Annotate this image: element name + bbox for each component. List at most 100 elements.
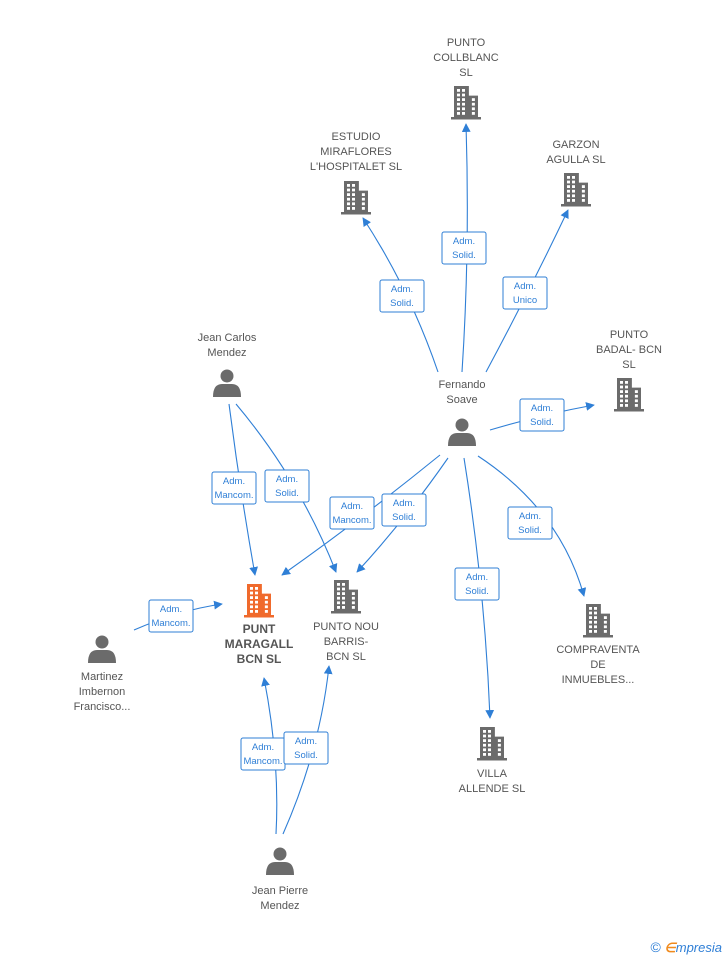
building-window — [634, 390, 638, 393]
edge-label-box — [519, 398, 565, 432]
edge-label-fernando-to-villa_allende[interactable]: Adm.Solid. — [454, 567, 500, 601]
building-window — [337, 583, 340, 586]
building-window — [581, 185, 585, 188]
building-window — [620, 399, 623, 403]
edge-label-fernando-to-punto_badal[interactable]: Adm.Solid. — [519, 398, 565, 432]
edge-label-text: Adm. — [531, 403, 553, 414]
building-window — [594, 620, 597, 624]
person-person-body — [88, 650, 116, 663]
building-window — [250, 591, 253, 595]
edge-label-box — [283, 731, 329, 765]
building-window — [620, 385, 623, 389]
edge-label-jean_carlos-to-punto_nou_barris[interactable]: Adm.Solid. — [264, 469, 310, 503]
building-window — [462, 93, 465, 97]
edge-label-fernando-to-punt_maragall[interactable]: Adm.Mancom. — [329, 496, 375, 530]
edge-label-text: Solid. — [390, 298, 414, 309]
building-window — [589, 611, 592, 615]
edge-label-fernando-to-estudio_miraflores[interactable]: Adm. Solid. — [379, 279, 425, 313]
company-building-base — [614, 409, 644, 412]
footer-brand[interactable]: © ∈mpresia — [650, 939, 722, 956]
building-window — [594, 607, 597, 610]
building-window — [457, 107, 460, 111]
building-window — [620, 394, 623, 398]
building-window — [347, 188, 350, 192]
building-window — [250, 587, 253, 590]
edge-label-fernando-to-compraventa[interactable]: Adm.Solid. — [507, 506, 553, 540]
building-window — [264, 600, 268, 604]
building-window — [462, 107, 465, 111]
building-window — [337, 592, 340, 595]
building-window — [625, 385, 628, 389]
building-window — [361, 207, 365, 210]
building-window — [483, 743, 486, 747]
edge-label-fernando-to-punto_nou_barris[interactable]: Adm. Solid. — [381, 493, 427, 527]
building-window — [264, 605, 268, 609]
edge-label-fernando-to-garzon_agulla[interactable]: Adm.Unico — [502, 276, 548, 310]
company-building-base — [244, 615, 274, 618]
building-window — [497, 753, 501, 756]
node-compraventa[interactable]: COMPRAVENTADEINMUEBLES... — [556, 604, 640, 686]
company-building-base — [331, 611, 361, 614]
edge-label-text: Adm. — [252, 742, 274, 753]
building-window — [625, 399, 628, 403]
building-window — [264, 596, 268, 599]
edge-label-text: Adm. — [393, 498, 415, 509]
edge-label-text: Mancom. — [151, 618, 190, 629]
company-building-base — [583, 635, 613, 638]
building-window — [589, 607, 592, 610]
building-window — [625, 381, 628, 384]
edge-label-text: Adm. — [295, 736, 317, 747]
edge-label-jean_carlos-to-punt_maragall[interactable]: Adm. Mancom. — [211, 471, 257, 505]
edge-label-jean_pierre-to-punto_nou_barris[interactable]: Adm. Solid. — [283, 731, 329, 765]
building-window — [361, 197, 365, 201]
building-window — [255, 596, 258, 599]
building-window — [594, 611, 597, 615]
edge-label-text: Adm. — [519, 511, 541, 522]
edge-label-text: Mancom. — [214, 490, 253, 501]
edge-label-fernando-to-punto_collblanc[interactable]: Adm.Solid. — [441, 231, 487, 265]
building-window — [337, 596, 340, 600]
building-window — [342, 592, 345, 595]
edge-label-text: Adm. — [223, 476, 245, 487]
building-window — [625, 394, 628, 398]
building-window — [264, 610, 268, 613]
edge-label-text: Adm. — [391, 284, 413, 295]
node-label-line: ESTUDIO — [332, 131, 381, 143]
node-label-line: GARZON — [552, 139, 599, 151]
building-window — [347, 207, 350, 210]
edge-label-text: Solid. — [452, 250, 476, 261]
node-martinez[interactable]: MartinezImbernonFrancisco... — [74, 635, 131, 714]
edge-label-text: Solid. — [392, 512, 416, 523]
building-window — [351, 606, 355, 609]
building-window — [342, 587, 345, 591]
edge-label-text: Adm. — [514, 281, 536, 292]
building-window — [497, 743, 501, 747]
building-window — [471, 107, 475, 111]
building-window — [488, 753, 491, 756]
building-window — [620, 390, 623, 393]
node-label-line: L'HOSPITALET SL — [310, 161, 402, 173]
building-window — [594, 616, 597, 619]
edge-label-text: Solid. — [294, 750, 318, 761]
edge-label-jean_pierre-to-punt_maragall[interactable]: Adm.Mancom. — [240, 737, 286, 771]
edge-label-box — [329, 496, 375, 530]
node-label-line: INMUEBLES... — [562, 674, 635, 686]
edge-label-martinez-to-punt_maragall[interactable]: Adm.Mancom. — [148, 599, 194, 633]
building-window — [603, 616, 607, 619]
building-window — [342, 583, 345, 586]
person-person-head — [220, 369, 234, 383]
company-building-base — [341, 212, 371, 215]
building-window — [620, 404, 623, 407]
building-window — [337, 606, 340, 609]
company-building-base — [451, 117, 481, 120]
